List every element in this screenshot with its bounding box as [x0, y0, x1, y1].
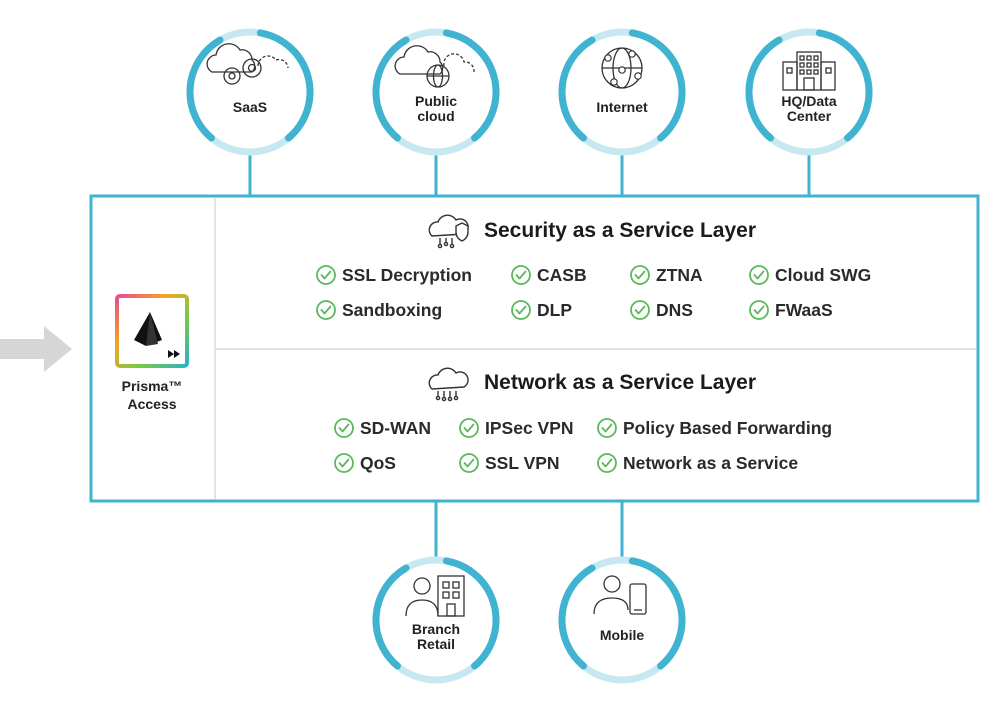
- node-ring-arc: [442, 557, 500, 670]
- check-mark: [338, 423, 350, 433]
- check-mark: [515, 305, 527, 315]
- connector-lines: [248, 152, 811, 560]
- top-node-2: Internet: [558, 28, 686, 156]
- feature-item: DNS: [630, 300, 693, 320]
- prisma-label-line2: Access: [127, 396, 176, 412]
- feature-item: IPSec VPN: [459, 418, 574, 438]
- top-node-0: SaaS: [186, 28, 314, 156]
- cloud-shield-icon: [428, 214, 469, 249]
- check-circle-icon: [749, 265, 769, 285]
- node-label: HQ/Data: [781, 93, 836, 109]
- check-circle-icon: [459, 418, 479, 438]
- network-layer-title: Network as a Service Layer: [484, 371, 756, 394]
- check-circle-icon: [316, 300, 336, 320]
- check-mark: [515, 270, 527, 280]
- feature-item: QoS: [334, 453, 396, 473]
- node-label: cloud: [417, 108, 454, 124]
- node-ring-arc: [186, 36, 224, 142]
- feature-item: SD-WAN: [334, 418, 431, 438]
- check-circle-icon: [597, 418, 617, 438]
- check-circle-icon: [597, 453, 617, 473]
- network-globe-icon: [601, 47, 643, 89]
- check-mark: [634, 270, 646, 280]
- check-circle-icon: [630, 300, 650, 320]
- check-circle-icon: [630, 265, 650, 285]
- person-building-icon: [405, 575, 465, 617]
- check-circle-icon: [511, 265, 531, 285]
- node-ring-arc: [372, 36, 410, 142]
- prisma-label-line1: Prisma™: [122, 378, 183, 394]
- bottom-node-1: Mobile: [558, 556, 686, 684]
- check-circle-icon: [749, 300, 769, 320]
- feature-label: Cloud SWG: [775, 265, 871, 285]
- feature-label: IPSec VPN: [485, 418, 574, 438]
- feature-item: DLP: [511, 300, 572, 320]
- feature-label: DLP: [537, 300, 572, 320]
- feature-label: FWaaS: [775, 300, 833, 320]
- check-mark: [753, 305, 765, 315]
- feature-item: Network as a Service: [597, 453, 798, 473]
- check-mark: [601, 423, 613, 433]
- node-label: SaaS: [233, 99, 267, 115]
- check-circle-icon: [334, 453, 354, 473]
- node-ring-arc: [628, 557, 686, 670]
- check-circle-icon: [334, 418, 354, 438]
- feature-label: SD-WAN: [360, 418, 431, 438]
- feature-label: ZTNA: [656, 265, 703, 285]
- node-ring-arc: [745, 36, 783, 142]
- cloud-network-icon: [428, 367, 469, 402]
- node-label: Center: [787, 108, 832, 124]
- node-ring-arc: [628, 29, 686, 142]
- node-label: Public: [415, 93, 457, 109]
- node-label: Branch: [412, 621, 460, 637]
- feature-label: SSL Decryption: [342, 265, 472, 285]
- incoming-arrow-icon: [0, 326, 72, 372]
- feature-label: SSL VPN: [485, 453, 560, 473]
- check-mark: [634, 305, 646, 315]
- feature-item: Cloud SWG: [749, 265, 871, 285]
- node-label: Internet: [596, 99, 648, 115]
- person-phone-icon: [593, 575, 647, 615]
- check-mark: [320, 305, 332, 315]
- node-label: Mobile: [600, 627, 645, 643]
- node-ring-arc: [256, 29, 314, 142]
- prisma-access-logo: [115, 294, 189, 368]
- feature-item: ZTNA: [630, 265, 703, 285]
- node-ring-arc: [372, 564, 410, 670]
- node-ring-arc: [442, 29, 500, 142]
- feature-item: Sandboxing: [316, 300, 442, 320]
- check-mark: [463, 423, 475, 433]
- feature-item: Policy Based Forwarding: [597, 418, 832, 438]
- cloud-gears-icon: [206, 43, 289, 85]
- check-mark: [753, 270, 765, 280]
- node-ring-arc: [558, 564, 596, 670]
- feature-label: DNS: [656, 300, 693, 320]
- check-mark: [463, 458, 475, 468]
- check-mark: [320, 270, 332, 280]
- feature-item: CASB: [511, 265, 587, 285]
- feature-label: QoS: [360, 453, 396, 473]
- check-circle-icon: [511, 300, 531, 320]
- node-ring-arc: [815, 29, 873, 142]
- check-circle-icon: [459, 453, 479, 473]
- office-building-icon: [782, 51, 836, 91]
- feature-label: Sandboxing: [342, 300, 442, 320]
- node-ring-arc: [558, 36, 596, 142]
- feature-item: SSL Decryption: [316, 265, 472, 285]
- feature-label: CASB: [537, 265, 587, 285]
- feature-item: SSL VPN: [459, 453, 560, 473]
- feature-item: FWaaS: [749, 300, 833, 320]
- node-label: Retail: [417, 636, 455, 652]
- security-layer-title: Security as a Service Layer: [484, 219, 756, 242]
- check-mark: [338, 458, 350, 468]
- feature-label: Network as a Service: [623, 453, 798, 473]
- cloud-globe-icon: [394, 45, 475, 88]
- check-mark: [601, 458, 613, 468]
- check-circle-icon: [316, 265, 336, 285]
- feature-label: Policy Based Forwarding: [623, 418, 832, 438]
